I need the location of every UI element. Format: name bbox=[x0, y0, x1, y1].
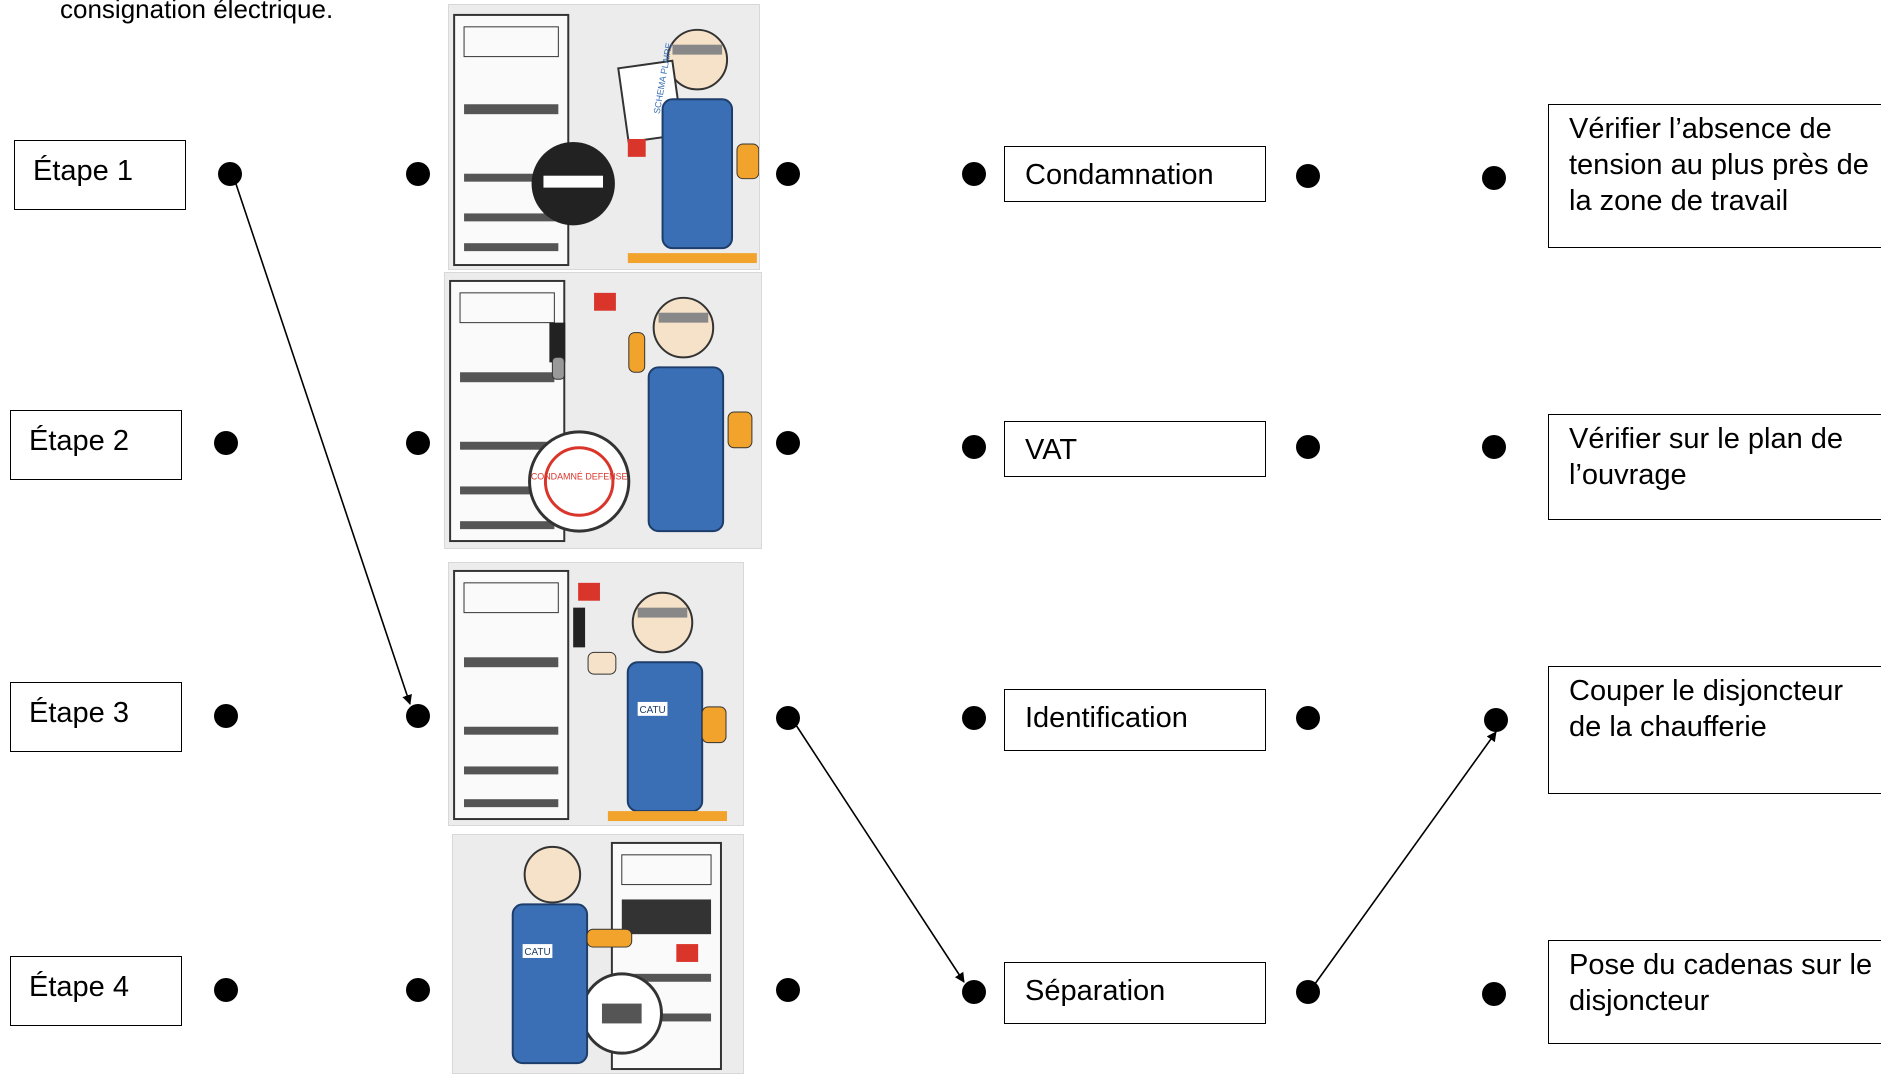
dot-description-1[interactable] bbox=[1482, 166, 1506, 190]
breaker-switch-illustration: CATU bbox=[453, 569, 727, 822]
dot-illustration-4-left[interactable] bbox=[406, 978, 430, 1002]
dot-description-2[interactable] bbox=[1482, 435, 1506, 459]
instructions-text: consignation électrique. bbox=[60, 0, 334, 24]
dot-step-1[interactable] bbox=[218, 162, 242, 186]
dot-action-2-right[interactable] bbox=[1296, 435, 1320, 459]
dot-action-4-right[interactable] bbox=[1296, 980, 1320, 1004]
padlock-sign-illustration: CONDAMNÉ DEFENSE bbox=[449, 279, 753, 543]
dot-description-4[interactable] bbox=[1482, 982, 1506, 1006]
description-vat-box: Vérifier l’absence de tension au plus pr… bbox=[1548, 104, 1881, 248]
arrow-step1-to-illustration3 bbox=[233, 177, 412, 705]
step-4-box: Étape 4 bbox=[10, 956, 182, 1026]
description-cadenas-box: Pose du cadenas sur le disjoncteur bbox=[1548, 940, 1881, 1044]
illustration-3: CATU bbox=[448, 562, 744, 826]
step-1-box: Étape 1 bbox=[14, 140, 186, 210]
illustration-2: CONDAMNÉ DEFENSE bbox=[444, 272, 762, 549]
step-3-box: Étape 3 bbox=[10, 682, 182, 752]
dot-step-3[interactable] bbox=[214, 704, 238, 728]
illustration-1: SCHEMA PLAIRE bbox=[448, 4, 760, 270]
action-identification-box: Identification bbox=[1004, 689, 1266, 751]
technician-badge: CATU bbox=[524, 947, 550, 958]
voltage-check-illustration: CATU bbox=[511, 841, 722, 1071]
dot-action-2-left[interactable] bbox=[962, 435, 986, 459]
dot-illustration-2-right[interactable] bbox=[776, 431, 800, 455]
dot-action-3-right[interactable] bbox=[1296, 706, 1320, 730]
dot-illustration-1-right[interactable] bbox=[776, 162, 800, 186]
action-separation-box: Séparation bbox=[1004, 962, 1266, 1024]
dot-illustration-2-left[interactable] bbox=[406, 431, 430, 455]
description-plan-box: Vérifier sur le plan de l’ouvrage bbox=[1548, 414, 1881, 520]
padlock-sign-label: CONDAMNÉ DEFENSE bbox=[531, 471, 628, 481]
action-condamnation-box: Condamnation bbox=[1004, 146, 1266, 202]
dot-action-1-left[interactable] bbox=[962, 162, 986, 186]
arrow-illustration3-to-separation bbox=[793, 721, 965, 983]
dot-illustration-3-left[interactable] bbox=[406, 704, 430, 728]
description-couper-box: Couper le disjoncteur de la chaufferie bbox=[1548, 666, 1881, 794]
dot-action-4-left[interactable] bbox=[962, 980, 986, 1004]
dot-action-3-left[interactable] bbox=[962, 706, 986, 730]
dot-illustration-4-right[interactable] bbox=[776, 978, 800, 1002]
schema-reading-illustration: SCHEMA PLAIRE bbox=[453, 13, 759, 267]
dot-step-4[interactable] bbox=[214, 978, 238, 1002]
dot-description-3[interactable] bbox=[1484, 708, 1508, 732]
dot-action-1-right[interactable] bbox=[1296, 164, 1320, 188]
dot-illustration-1-left[interactable] bbox=[406, 162, 430, 186]
action-vat-box: VAT bbox=[1004, 421, 1266, 477]
step-2-box: Étape 2 bbox=[10, 410, 182, 480]
dot-step-2[interactable] bbox=[214, 431, 238, 455]
breaker-badge: CATU bbox=[639, 705, 665, 716]
illustration-4: CATU bbox=[452, 834, 744, 1074]
arrow-separation-to-couper bbox=[1311, 731, 1497, 989]
